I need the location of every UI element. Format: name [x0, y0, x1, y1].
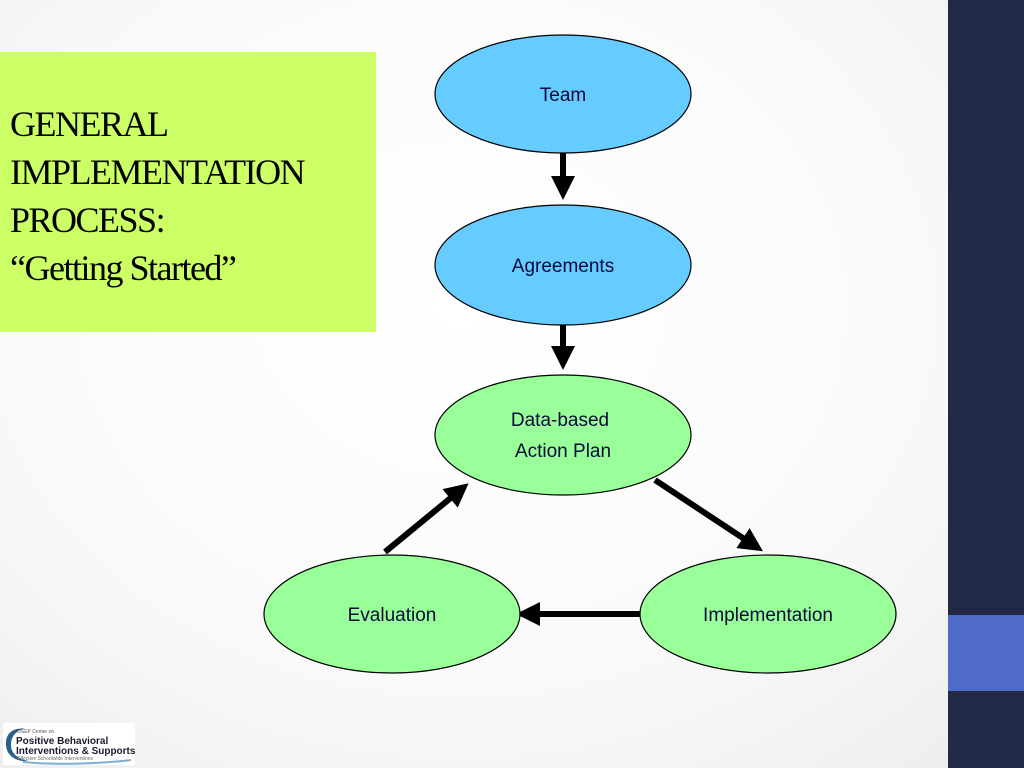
pbis-logo: OSEP Center on Positive Behavioral Inter…	[3, 723, 135, 765]
title-line-3: PROCESS:	[10, 200, 166, 240]
logo-small-text: OSEP Center on	[17, 729, 54, 735]
logo-tagline: Effective Schoolwide Interventions	[17, 756, 94, 762]
title-line-4: “Getting Started”	[10, 248, 237, 288]
node-agreements: Agreements	[434, 204, 692, 326]
logo-swoosh-icon	[5, 728, 30, 762]
node-evaluation: Evaluation	[263, 554, 521, 674]
slide-title: GENERAL IMPLEMENTATION PROCESS: “Getting…	[10, 100, 370, 292]
title-line-1: GENERAL	[10, 104, 169, 144]
arrow-evaluation-to-action-plan	[383, 483, 469, 555]
node-action-plan-label-2: Action Plan	[515, 441, 611, 462]
node-action-plan: Data-based Action Plan	[434, 374, 692, 496]
node-implementation-label: Implementation	[703, 605, 833, 626]
title-box	[0, 52, 376, 332]
node-team-label: Team	[540, 85, 586, 106]
rail-accent	[948, 615, 1024, 691]
arrow-action-plan-to-implementation	[653, 477, 764, 552]
node-implementation: Implementation	[639, 554, 897, 674]
process-diagram: Team Agreements Data-based Action Plan I…	[263, 34, 897, 674]
node-action-plan-label-1: Data-based	[511, 410, 609, 431]
logo-line-1: Positive Behavioral	[16, 736, 108, 747]
node-team: Team	[434, 34, 692, 154]
logo-line-2: Interventions & Supports	[16, 746, 135, 757]
node-agreements-label: Agreements	[512, 256, 614, 277]
title-line-2: IMPLEMENTATION	[10, 152, 306, 192]
node-evaluation-label: Evaluation	[348, 605, 437, 626]
